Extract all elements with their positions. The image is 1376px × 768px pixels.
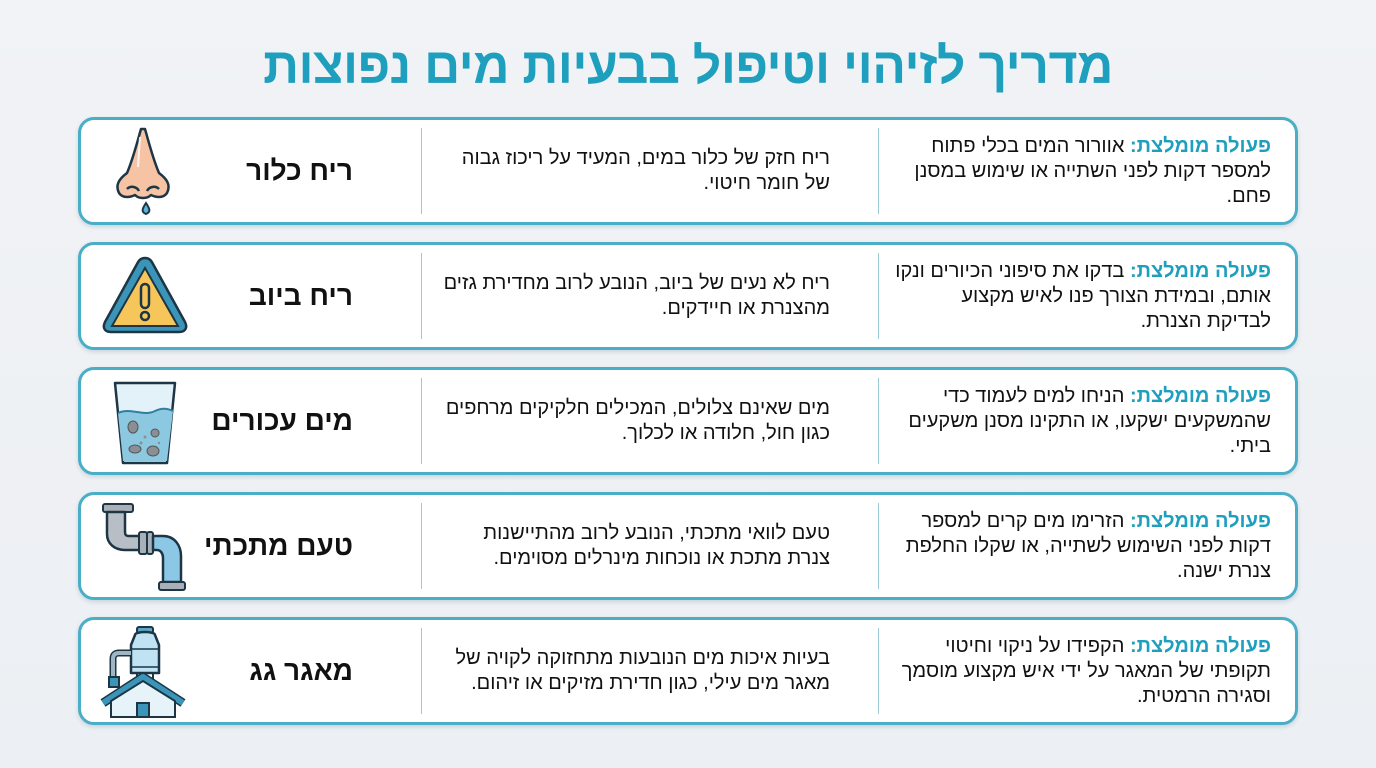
action-label: פעולה מומלצת: [1129,384,1271,407]
column-divider [878,253,879,339]
action-text: הניחו למים לעמוד כדי שהמשקעים ישקעו, או … [908,384,1271,457]
action-text: הזרימו מים קרים למספר דקות לפני השימוש ל… [905,509,1271,582]
column-divider [421,503,422,589]
issue-description: טעם לוואי מתכתי, הנובע לרוב מהתיישנות צנ… [422,495,878,597]
issue-name-cell: ריח כלור [81,120,421,222]
issue-name-cell: מאגר גג [81,620,421,722]
issue-description: מים שאינם צלולים, המכילים חלקיקים מרחפים… [422,370,878,472]
issue-row-chlorine-smell: פעולה מומלצת: אוורור המים בכלי פתוח למספ… [78,117,1298,225]
recommended-action: פעולה מומלצת: אוורור המים בכלי פתוח למספ… [879,120,1295,222]
pipe-icon [97,498,193,594]
description-text: בעיות איכות מים הנובעות מתחזוקה לקויה של… [455,647,830,694]
column-divider [878,503,879,589]
warning-triangle-icon [97,248,193,344]
issue-row-turbid-water: פעולה מומלצת: הניחו למים לעמוד כדי שהמשק… [78,367,1298,475]
description-text: מים שאינם צלולים, המכילים חלקיקים מרחפים… [445,397,830,444]
roof-water-tank-icon [97,623,193,719]
description-text: ריח חזק של כלור במים, המעיד על ריכוז גבו… [461,147,830,194]
recommended-action: פעולה מומלצת: הקפידו על ניקוי וחיטוי תקו… [879,620,1295,722]
column-divider [421,628,422,714]
recommended-action: פעולה מומלצת: הזרימו מים קרים למספר דקות… [879,495,1295,597]
column-divider [421,378,422,464]
action-text: אוורור המים בכלי פתוח למספר דקות לפני הש… [914,134,1271,207]
recommended-action: פעולה מומלצת: בדקו את סיפוני הכיורים ונק… [879,245,1295,347]
description-text: ריח לא נעים של ביוב, הנובע לרוב מחדירת ג… [443,272,830,319]
issue-name: מאגר גג [249,655,353,686]
action-label: פעולה מומלצת: [1129,634,1271,657]
column-divider [421,128,422,214]
issue-name: ריח ביוב [248,280,353,311]
column-divider [878,128,879,214]
column-divider [421,253,422,339]
issue-description: בעיות איכות מים הנובעות מתחזוקה לקויה של… [422,620,878,722]
issue-name-cell: טעם מתכתי [81,495,421,597]
issue-name: טעם מתכתי [204,530,353,561]
issue-row-sewage-smell: פעולה מומלצת: בדקו את סיפוני הכיורים ונק… [78,242,1298,350]
cloudy-water-glass-icon [97,373,193,469]
issue-row-metallic-taste: פעולה מומלצת: הזרימו מים קרים למספר דקות… [78,492,1298,600]
recommended-action: פעולה מומלצת: הניחו למים לעמוד כדי שהמשק… [879,370,1295,472]
action-label: פעולה מומלצת: [1129,134,1271,157]
issue-description: ריח לא נעים של ביוב, הנובע לרוב מחדירת ג… [422,245,878,347]
issue-name-cell: ריח ביוב [81,245,421,347]
nose-drip-icon [97,123,193,219]
page-title: מדריך לזיהוי וטיפול בבעיות מים נפוצות [263,38,1113,94]
description-text: טעם לוואי מתכתי, הנובע לרוב מהתיישנות צנ… [483,522,830,569]
issue-name: מים עכורים [211,405,353,436]
action-label: פעולה מומלצת: [1129,509,1271,532]
issue-row-roof-tank: פעולה מומלצת: הקפידו על ניקוי וחיטוי תקו… [78,617,1298,725]
action-text: בדקו את סיפוני הכיורים ונקו אותם, ובמידת… [895,259,1271,332]
column-divider [878,628,879,714]
issue-description: ריח חזק של כלור במים, המעיד על ריכוז גבו… [422,120,878,222]
issue-name: ריח כלור [246,155,353,186]
column-divider [878,378,879,464]
action-label: פעולה מומלצת: [1129,259,1271,282]
action-text: הקפידו על ניקוי וחיטוי תקופתי של המאגר ע… [901,634,1271,707]
issue-name-cell: מים עכורים [81,370,421,472]
